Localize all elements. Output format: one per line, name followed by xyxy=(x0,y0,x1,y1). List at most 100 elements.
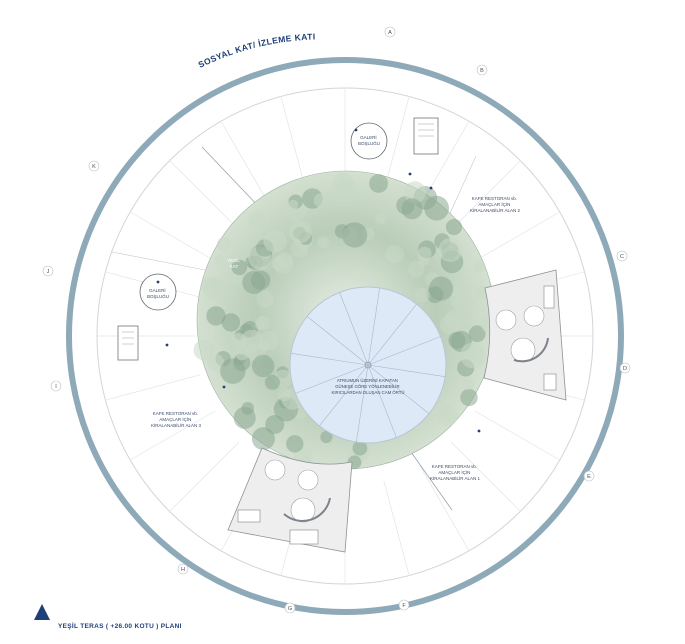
axis-label: F xyxy=(402,603,406,609)
tree-icon xyxy=(445,218,463,236)
room-labels: YEŞİL KAT ATRIUMUN ÜZERİNİ KAPATAN GÜNEŞ… xyxy=(147,134,521,481)
tree-icon xyxy=(201,276,220,295)
tree-icon xyxy=(263,229,287,253)
rental-label-line: KİRALANABİLİR ALAN 1 xyxy=(430,475,481,481)
tree-icon xyxy=(414,287,430,303)
atrium-label: ATRIUMUN ÜZERİNİ KAPATAN GÜNEŞE GÖRE YÖN… xyxy=(332,378,405,395)
tree-icon xyxy=(265,415,285,434)
tree-icon xyxy=(460,342,486,369)
divider-wall xyxy=(201,146,263,211)
atrium-louver xyxy=(290,353,369,366)
tree-icon xyxy=(242,271,266,294)
rental-area-2-label: KAFE RESTORAN vb. AMAÇLAR İÇİN KİRALANAB… xyxy=(470,196,521,213)
tree-icon xyxy=(277,387,292,402)
tree-icon xyxy=(216,237,232,252)
axis-label: E xyxy=(587,474,591,480)
radial-grid-line xyxy=(474,211,560,262)
atrium-louvers xyxy=(290,287,446,443)
green-label-line: YEŞİL xyxy=(227,257,240,263)
rental-label-line: AMAÇLAR İÇİN xyxy=(478,201,510,207)
tree-icon xyxy=(288,199,299,210)
radial-grid-line xyxy=(474,410,560,461)
axis-label: A xyxy=(388,30,392,36)
atrium-louver xyxy=(295,364,369,394)
radial-grid-line xyxy=(450,441,521,512)
tree-icon xyxy=(230,333,247,349)
tree-icon xyxy=(317,236,330,249)
stair-core-left xyxy=(117,325,139,361)
axis-label-bubble xyxy=(88,160,100,172)
gallery-label-1: GALERİ BOŞLUĞU xyxy=(358,134,380,146)
outer-ring xyxy=(66,57,624,615)
tree-icon xyxy=(264,374,280,390)
rental-label-line: AMAÇLAR İÇİN xyxy=(438,469,470,475)
radial-grid-line xyxy=(130,410,216,461)
tree-icon xyxy=(437,405,458,426)
axis-label: J xyxy=(47,269,50,275)
tree-icon xyxy=(341,222,368,248)
gallery-void-2 xyxy=(139,273,177,311)
tree-icon xyxy=(206,306,226,326)
tree-icon xyxy=(473,260,486,273)
tree-icon xyxy=(256,290,274,308)
radial-grid-line xyxy=(419,465,470,551)
tree-icon xyxy=(193,339,215,361)
divider-wall xyxy=(111,251,206,271)
atrium-louver xyxy=(319,364,369,427)
tree-icon xyxy=(220,358,246,384)
axis-label-bubble xyxy=(476,64,488,76)
tree-icon xyxy=(428,276,454,301)
atrium-louver xyxy=(367,364,446,377)
stair-core-top xyxy=(413,117,439,155)
axis-label-bubble xyxy=(398,599,410,611)
axis-label: D xyxy=(623,366,627,372)
tree-icon xyxy=(221,313,241,332)
tree-icon xyxy=(255,319,265,330)
radial-grid-line xyxy=(383,96,410,192)
radial-grid-line xyxy=(169,160,240,231)
divider-wall xyxy=(410,451,453,511)
atrium-louver xyxy=(339,292,369,366)
tree-icon xyxy=(213,255,225,266)
tree-icon xyxy=(369,174,388,193)
axis-label-bubble xyxy=(50,380,62,392)
gallery-label-line: GALERİ xyxy=(149,287,166,293)
gallery-label-line: GALERİ xyxy=(360,134,377,140)
green-label-line: KAT xyxy=(230,264,239,269)
atrium-center xyxy=(364,361,372,369)
tree-icon xyxy=(251,427,275,451)
atrium-label-line: GÜNEŞE GÖRE YÖNLENEBİLİR xyxy=(335,384,399,389)
axis-label: C xyxy=(620,254,624,260)
atrium-louver xyxy=(306,316,369,366)
green-terrace-label: YEŞİL KAT xyxy=(227,257,241,269)
tree-icon xyxy=(385,244,404,264)
tree-canopy xyxy=(193,172,501,470)
tree-icon xyxy=(462,378,474,391)
rental-label-line: AMAÇLAR İÇİN xyxy=(159,416,191,422)
atrium-louver xyxy=(367,364,430,414)
radial-grid-line xyxy=(169,441,240,512)
axis-label-bubble xyxy=(583,470,595,482)
axis-label: I xyxy=(55,384,57,390)
rental-label-line: KİRALANABİLİR ALAN 3 xyxy=(151,422,202,428)
tree-icon xyxy=(401,198,423,220)
axis-label: B xyxy=(480,68,484,74)
tree-icon xyxy=(403,181,426,204)
service-core-right xyxy=(483,269,567,401)
radial-grid-line xyxy=(220,121,271,207)
atrium-louver xyxy=(367,336,441,366)
tree-icon xyxy=(229,273,242,286)
radial-grid-line xyxy=(383,480,410,576)
atrium-louver xyxy=(367,287,380,366)
tree-icon xyxy=(251,354,275,378)
atrium-label-line: ATRIUMUN ÜZERİNİ KAPATAN xyxy=(337,378,398,383)
plan-title: YEŞİL TERAS ( +26.00 KOTU ) PLANI xyxy=(58,623,182,630)
rental-label-line: KAFE RESTORAN vb. xyxy=(472,196,517,201)
radial-grid-line xyxy=(105,374,201,401)
tree-icon xyxy=(455,283,471,299)
radial-grid-line xyxy=(130,211,216,262)
axis-label-bubble xyxy=(42,265,54,277)
tree-icon xyxy=(460,388,478,407)
tree-icon xyxy=(408,260,425,278)
radial-grid-line xyxy=(280,96,307,192)
